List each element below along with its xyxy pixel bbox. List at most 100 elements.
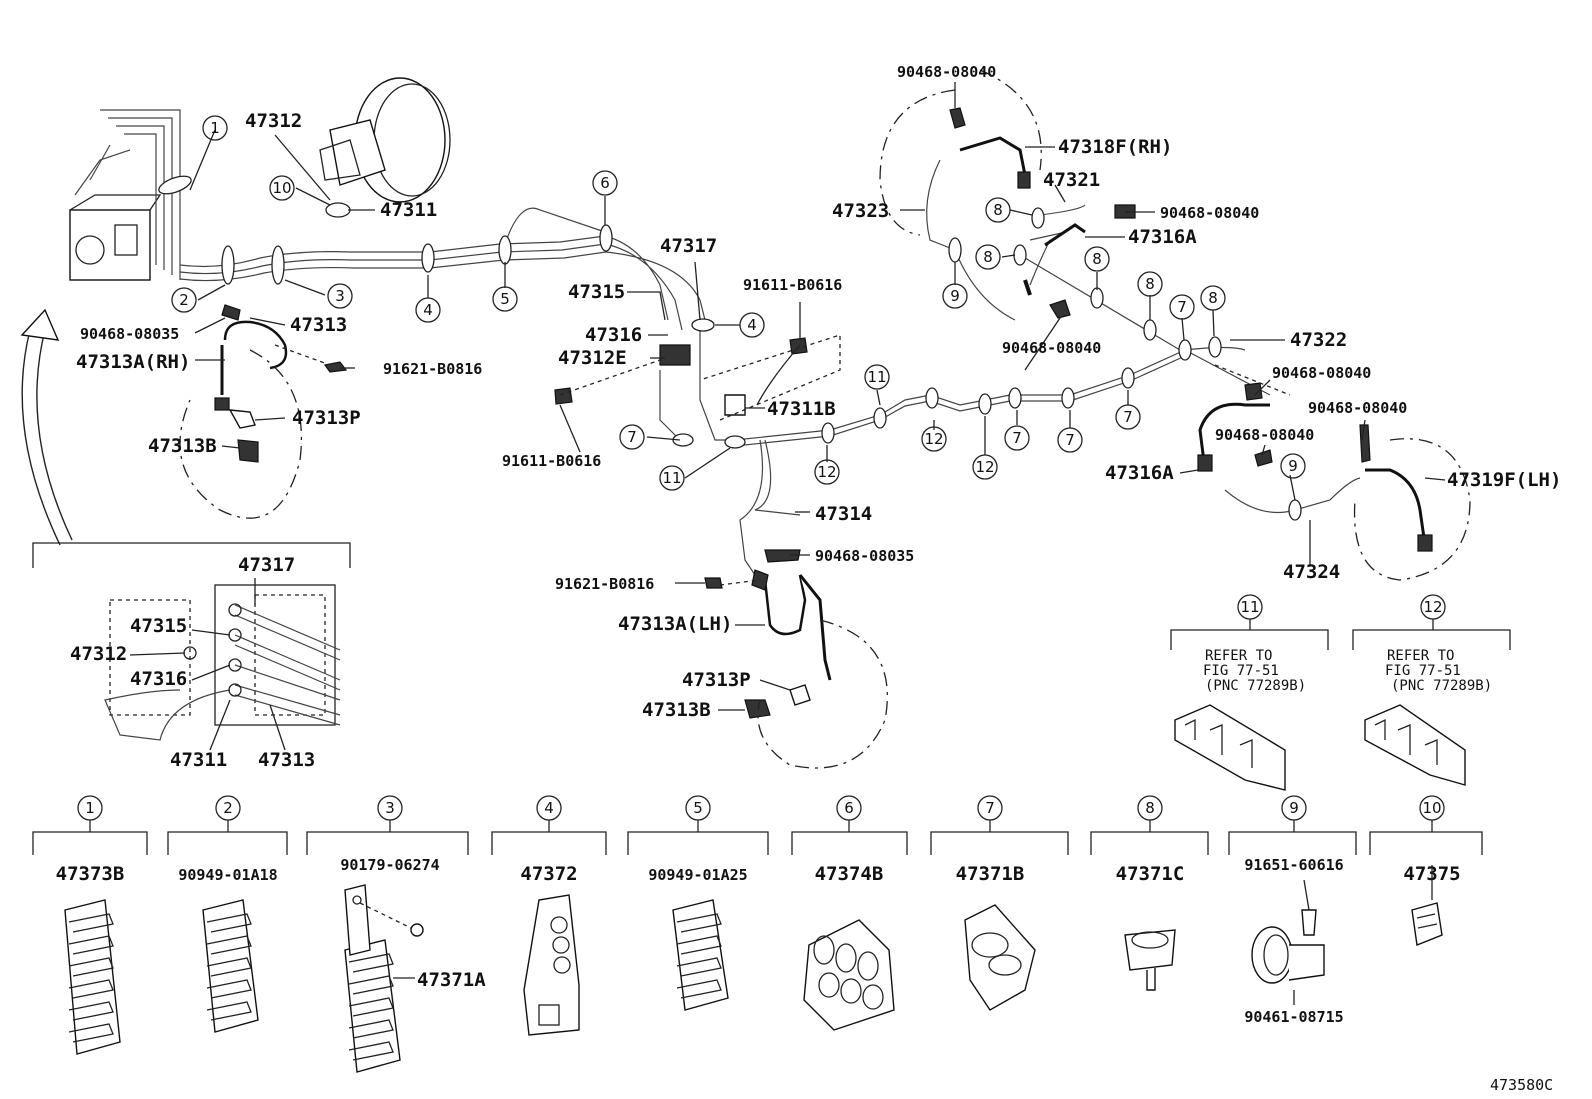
callout-number: 11 (662, 469, 681, 487)
main-brake-lines (179, 159, 1361, 576)
legend-part-number: 90179-06274 (340, 856, 439, 874)
legend-part-number: 47373B (56, 863, 125, 885)
part-labels: 47312 47311 90468-08035 47313 47313A(RH)… (76, 63, 1561, 721)
callout-number: 8 (1145, 275, 1155, 293)
callout-number: 4 (747, 316, 757, 334)
label-47313b: 47313B (148, 435, 217, 457)
refer-12-line3: (PNC 77289B) (1391, 678, 1492, 694)
callout-2: 2 (171, 287, 197, 313)
callout-4: 4 (415, 297, 441, 323)
callout-number: 9 (950, 287, 960, 305)
callout-6: 6 (592, 170, 618, 196)
callout-4: 4 (739, 312, 765, 338)
callout-number: 6 (600, 174, 610, 192)
callout-number: 10 (272, 179, 291, 197)
refer-12-number: 12 (1423, 598, 1442, 616)
label-47313a-rh: 47313A(RH) (76, 351, 190, 373)
label-91611-b0616-bottom: 91611-B0616 (502, 452, 601, 470)
label-90468-08040-r1: 90468-08040 (1272, 364, 1371, 382)
callout-number: 12 (975, 458, 994, 476)
legend-sub-part: 47371A (417, 969, 486, 991)
refer-box-11: 11 REFER TO FIG 77-51 (PNC 77289B) (1170, 594, 1329, 791)
callout-11: 11 (659, 465, 685, 491)
legend-item-8: 8 47371C (1090, 795, 1209, 991)
callout-7: 7 (1004, 425, 1030, 451)
label-47315: 47315 (568, 281, 625, 303)
callout-number: 5 (500, 290, 510, 308)
label-91621-b0816: 91621-B0816 (383, 360, 482, 378)
callout-9: 9 (942, 283, 968, 309)
callout-number: 8 (1208, 289, 1218, 307)
refer-11-line3: (PNC 77289B) (1205, 678, 1306, 694)
legend-number: 2 (223, 799, 233, 817)
legend-number: 9 (1289, 799, 1299, 817)
legend-number: 3 (385, 799, 395, 817)
label-90468-08035-lh: 90468-08035 (815, 547, 914, 565)
callout-10: 10 (269, 175, 295, 201)
label-91611-b0616-top: 91611-B0616 (743, 276, 842, 294)
legend-part-number: 47374B (815, 863, 884, 885)
label-47311: 47311 (380, 199, 437, 221)
leader-lines (189, 82, 1446, 711)
legend-number: 4 (544, 799, 554, 817)
callout-3: 3 (327, 283, 353, 309)
label-47312: 47312 (245, 110, 302, 132)
label-47317: 47317 (660, 235, 717, 257)
callout-number: 4 (423, 301, 433, 319)
master-cylinder-assembly (69, 77, 451, 281)
label-47324: 47324 (1283, 561, 1340, 583)
label-90468-08040-r2: 90468-08040 (1308, 399, 1407, 417)
callout-12: 12 (972, 454, 998, 480)
callout-8: 8 (1084, 246, 1110, 272)
legend-number: 5 (693, 799, 703, 817)
callout-12: 12 (814, 459, 840, 485)
callout-7: 7 (1169, 294, 1195, 320)
callout-7: 7 (1115, 404, 1141, 430)
callout-number: 7 (1177, 298, 1187, 316)
label-47311b: 47311B (767, 398, 836, 420)
callout-number: 7 (1065, 431, 1075, 449)
label-90468-08040-r3: 90468-08040 (1215, 426, 1314, 444)
callout-number: 1 (210, 119, 220, 137)
refer-11-line1: REFER TO (1205, 648, 1272, 664)
callout-5: 5 (492, 286, 518, 312)
callout-number: 8 (993, 201, 1003, 219)
label-47322: 47322 (1290, 329, 1347, 351)
legend-number: 8 (1145, 799, 1155, 817)
callout-number: 7 (1012, 429, 1022, 447)
callout-8: 8 (1137, 271, 1163, 297)
inset-arrow (20, 308, 73, 546)
legend-part-number: 47371C (1116, 863, 1185, 885)
label-47323: 47323 (832, 200, 889, 222)
label-47316: 47316 (585, 324, 642, 346)
callout-12: 12 (921, 426, 947, 452)
inset-label-47312: 47312 (70, 643, 127, 665)
callout-number: 8 (983, 248, 993, 266)
callout-8: 8 (975, 244, 1001, 270)
inset-detail: 47317 47315 47312 47316 47311 47313 (32, 542, 351, 771)
legend-part-number: 47372 (520, 863, 577, 885)
callout-number: 9 (1288, 457, 1298, 475)
inset-label-47315: 47315 (130, 615, 187, 637)
callout-7: 7 (1057, 427, 1083, 453)
inset-label-47317: 47317 (238, 554, 295, 576)
callout-8: 8 (1200, 285, 1226, 311)
label-47318f-rh: 47318F(RH) (1058, 136, 1172, 158)
figure-code: 473580C (1490, 1076, 1553, 1094)
legend-item-3: 3 90179-06274 47371A (306, 795, 486, 1073)
legend-number: 6 (844, 799, 854, 817)
label-47313b-lh: 47313B (642, 699, 711, 721)
refer-12-line1: REFER TO (1387, 648, 1454, 664)
label-47319f-lh: 47319F(LH) (1447, 469, 1561, 491)
callout-11: 11 (864, 364, 890, 390)
label-90468-08035: 90468-08035 (80, 325, 179, 343)
legend-item-6: 6 47374B (791, 795, 908, 1031)
